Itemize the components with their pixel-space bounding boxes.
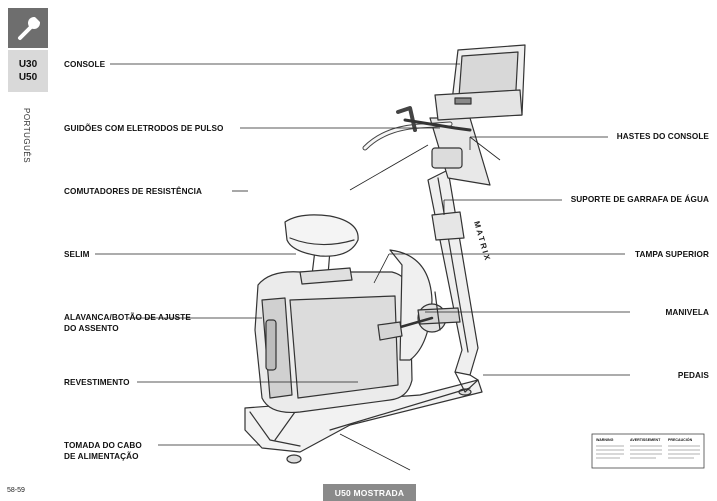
label-grips: GUIDÕES COM ELETRODOS DE PULSO (64, 124, 224, 133)
label-console: CONSOLE (64, 60, 106, 69)
label-console-masts: HASTES DO CONSOLE (616, 132, 709, 141)
figure-caption: U50 MOSTRADA (323, 484, 416, 501)
page-number: 58-59 (7, 487, 25, 494)
label-shroud: REVESTIMENTO (64, 378, 130, 387)
model-tab: U30 U50 (8, 50, 48, 92)
label-power-line2: DE ALIMENTAÇÃO (64, 452, 139, 461)
warning-header-3: PRECAUCIÓN (668, 437, 693, 442)
label-top-cover: TAMPA SUPERIOR (634, 250, 709, 259)
label-power-line1: TOMADA DO CABO (64, 441, 142, 450)
model-u50: U50 (18, 72, 38, 83)
label-bottle-holder: SUPORTE DE GARRAFA DE ÁGUA (570, 195, 709, 204)
warning-header-1: WARNING (596, 438, 614, 442)
warning-header-2: AVERTISSEMENT (630, 438, 661, 442)
model-u30: U30 (18, 59, 38, 70)
label-resistance: COMUTADORES DE RESISTÊNCIA (64, 187, 203, 196)
warning-sticker: WARNING AVERTISSEMENT PRECAUCIÓN (591, 433, 705, 469)
wrench-icon (8, 8, 48, 48)
label-power: TOMADA DO CABO DE ALIMENTAÇÃO (64, 440, 142, 462)
label-seat-adjust-line2: DO ASSENTO (64, 324, 119, 333)
label-pedals: PEDAIS (677, 371, 709, 380)
language-label: PORTUGUÊS (22, 108, 31, 164)
label-seat-adjust-line1: ALAVANCA/BOTÃO DE AJUSTE (64, 313, 191, 322)
brand-text: MATRIX (472, 220, 492, 263)
label-seat: SELIM (64, 250, 90, 259)
label-crank: MANIVELA (665, 308, 709, 317)
label-seat-adjust: ALAVANCA/BOTÃO DE AJUSTE DO ASSENTO (64, 312, 191, 334)
